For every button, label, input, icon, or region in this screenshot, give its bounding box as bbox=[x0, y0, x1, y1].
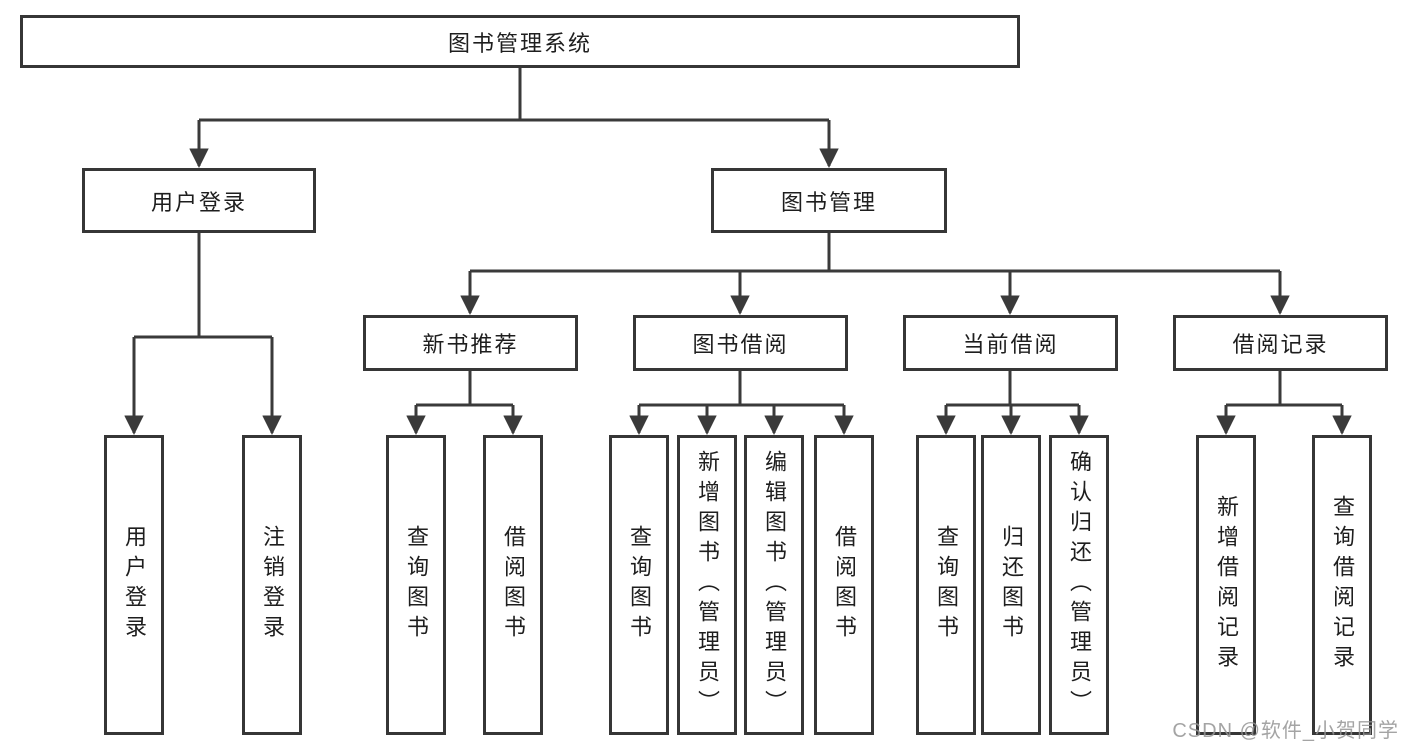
leaf-label: 借阅图书 bbox=[832, 525, 857, 645]
connector-sec-book-borrow bbox=[639, 371, 844, 407]
leaf-label: 新增图书（管理员） bbox=[695, 450, 720, 720]
node-label: 当前借阅 bbox=[962, 332, 1059, 357]
leaf-label: 确认归还（管理员） bbox=[1067, 450, 1092, 720]
leaf-label: 编辑图书（管理员） bbox=[762, 450, 787, 720]
leaf-bb-query-books: 查询图书 bbox=[609, 435, 669, 735]
leaf-user-login: 用户登录 bbox=[104, 435, 164, 735]
node-book-management: 图书管理 bbox=[711, 168, 947, 233]
leaf-logout: 注销登录 bbox=[242, 435, 302, 735]
leaf-label: 查询图书 bbox=[934, 525, 959, 645]
leaf-bb-add-books-admin: 新增图书（管理员） bbox=[677, 435, 737, 735]
leaf-label: 新增借阅记录 bbox=[1214, 495, 1239, 675]
leaf-bb-borrow-books: 借阅图书 bbox=[814, 435, 874, 735]
leaf-nbr-query-books: 查询图书 bbox=[386, 435, 446, 735]
leaf-label: 归还图书 bbox=[999, 525, 1024, 645]
node-root-library-system: 图书管理系统 bbox=[20, 15, 1020, 68]
node-book-borrow: 图书借阅 bbox=[633, 315, 848, 371]
connector-root-trunk bbox=[199, 68, 829, 122]
node-user-login: 用户登录 bbox=[82, 168, 316, 233]
connector-sec-borrow-records bbox=[1226, 371, 1342, 407]
leaf-bb-edit-books-admin: 编辑图书（管理员） bbox=[744, 435, 804, 735]
node-label: 用户登录 bbox=[150, 189, 247, 215]
leaf-label: 注销登录 bbox=[260, 525, 285, 645]
connector-user-branch bbox=[134, 233, 272, 339]
csdn-watermark: CSDN @软件_小贺同学 bbox=[1172, 720, 1399, 742]
leaf-cb-return-books: 归还图书 bbox=[981, 435, 1041, 735]
node-label: 图书管理系统 bbox=[447, 30, 592, 56]
leaf-label: 查询借阅记录 bbox=[1330, 495, 1355, 675]
node-borrow-records: 借阅记录 bbox=[1173, 315, 1388, 371]
leaf-label: 查询图书 bbox=[627, 525, 652, 645]
leaf-label: 用户登录 bbox=[122, 525, 147, 645]
leaf-label: 借阅图书 bbox=[501, 525, 526, 645]
node-label: 图书管理 bbox=[780, 189, 877, 215]
leaf-nbr-borrow-books: 借阅图书 bbox=[483, 435, 543, 735]
node-label: 图书借阅 bbox=[692, 332, 789, 357]
leaf-cb-confirm-return-admin: 确认归还（管理员） bbox=[1049, 435, 1109, 735]
connector-mgmt-branch bbox=[470, 233, 1280, 273]
leaf-label: 查询图书 bbox=[404, 525, 429, 645]
node-label: 新书推荐 bbox=[422, 332, 519, 357]
leaf-br-query-record: 查询借阅记录 bbox=[1312, 435, 1372, 735]
leaf-br-add-record: 新增借阅记录 bbox=[1196, 435, 1256, 735]
connector-sec-current-borrow bbox=[946, 371, 1079, 407]
connector-sec-new-book bbox=[416, 371, 513, 407]
leaf-cb-query-books: 查询图书 bbox=[916, 435, 976, 735]
node-label: 借阅记录 bbox=[1232, 332, 1329, 357]
node-current-borrow: 当前借阅 bbox=[903, 315, 1118, 371]
node-new-book-recommend: 新书推荐 bbox=[363, 315, 578, 371]
